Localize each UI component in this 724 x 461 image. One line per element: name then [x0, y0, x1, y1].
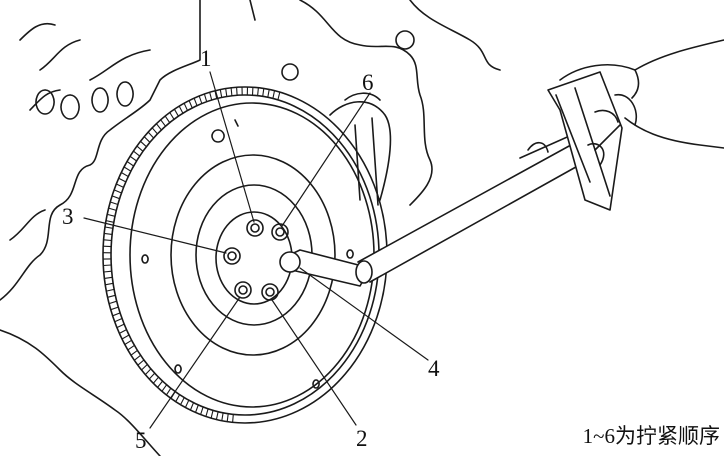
gear-tooth [204, 94, 206, 102]
gear-tooth [156, 124, 161, 130]
callout-3: 3 [62, 204, 74, 229]
gear-tooth [131, 350, 137, 355]
gear-tooth [153, 377, 158, 383]
gear-tooth [116, 184, 123, 187]
gear-tooth [127, 162, 134, 167]
gear-tooth [220, 90, 221, 98]
gear-tooth [206, 409, 208, 417]
leader-3 [84, 218, 226, 253]
gear-tooth [216, 412, 218, 420]
gear-tooth [105, 227, 113, 228]
gear-tooth [162, 385, 167, 392]
torque-wrench [280, 72, 622, 286]
gear-tooth [227, 414, 228, 422]
gear-tooth [110, 202, 118, 205]
gear-tooth [190, 403, 193, 410]
gear-tooth [121, 173, 128, 177]
gear-tooth [185, 400, 188, 407]
gear-tooth [109, 208, 117, 210]
gear-tooth [210, 92, 212, 100]
gear-tooth [104, 240, 112, 241]
bolt-5 [235, 282, 251, 298]
gear-tooth [226, 89, 227, 97]
callout-2: 2 [356, 426, 368, 451]
gear-tooth [113, 313, 121, 316]
leader-lines [84, 72, 428, 428]
gear-tooth [237, 87, 238, 95]
gear-tooth [119, 178, 126, 182]
gear-tooth [176, 395, 180, 402]
gear-tooth [263, 89, 264, 97]
gear-tooth [194, 98, 197, 105]
gear-tooth [141, 141, 147, 146]
gear-tooth [152, 128, 157, 134]
gear-tooth [109, 301, 117, 303]
gear-tooth [181, 398, 185, 405]
gear-tooth [166, 388, 170, 395]
gear-tooth [158, 381, 163, 387]
gear-tooth [106, 289, 114, 291]
gear-tooth [170, 113, 174, 120]
gear-tooth [112, 196, 120, 199]
gear-tooth [130, 156, 137, 161]
bolt-1 [247, 220, 263, 236]
gear-tooth [128, 345, 135, 350]
gear-tooth [174, 109, 178, 116]
gear-tooth [122, 335, 129, 339]
gear-tooth [144, 137, 150, 143]
gear-tooth [106, 221, 114, 223]
gear-tooth [231, 88, 232, 96]
gear-tooth [104, 271, 112, 272]
callout-1: 1 [200, 46, 212, 71]
gear-tooth [111, 307, 119, 310]
gear-tooth [133, 151, 139, 156]
gear-tooth [179, 106, 183, 113]
figure-caption: 1~6为拧紧顺序 [583, 420, 720, 450]
gear-tooth [201, 407, 204, 415]
gear-tooth [273, 91, 275, 99]
gear-tooth [211, 410, 213, 418]
gear-tooth [184, 103, 187, 110]
gear-tooth [222, 413, 223, 421]
gear-tooth [105, 283, 113, 285]
gear-tooth [104, 233, 112, 234]
gear-tooth [137, 146, 143, 151]
gear-tooth [189, 101, 192, 108]
bolt-2 [262, 284, 278, 300]
gear-tooth [149, 373, 154, 379]
gear-tooth [233, 414, 234, 422]
leader-5 [150, 297, 240, 428]
gear-tooth [142, 365, 148, 371]
gear-tooth [117, 324, 124, 328]
gear-tooth [258, 88, 259, 96]
gear-tooth [107, 214, 115, 216]
flywheel [130, 103, 374, 407]
gear-tooth [124, 167, 131, 171]
bolt-3 [224, 248, 240, 264]
gear-tooth [268, 90, 269, 98]
gear-tooth [115, 319, 122, 322]
callout-5: 5 [135, 428, 147, 453]
gear-tooth [145, 369, 151, 375]
gear-tooth [114, 190, 121, 193]
gear-tooth [165, 116, 170, 123]
gear-tooth [119, 330, 126, 334]
gear-tooth [199, 96, 202, 104]
gear-tooth [278, 92, 280, 100]
callout-4: 4 [428, 356, 440, 381]
gear-tooth [196, 405, 199, 413]
gear-tooth [161, 120, 166, 126]
gear-tooth [148, 132, 153, 138]
callout-6: 6 [362, 70, 374, 95]
gear-tooth [103, 265, 111, 266]
gear-tooth [108, 295, 116, 297]
gear-tooth [134, 355, 140, 360]
gear-tooth [125, 340, 132, 344]
gear-tooth [104, 277, 112, 278]
gear-tooth [138, 360, 144, 365]
